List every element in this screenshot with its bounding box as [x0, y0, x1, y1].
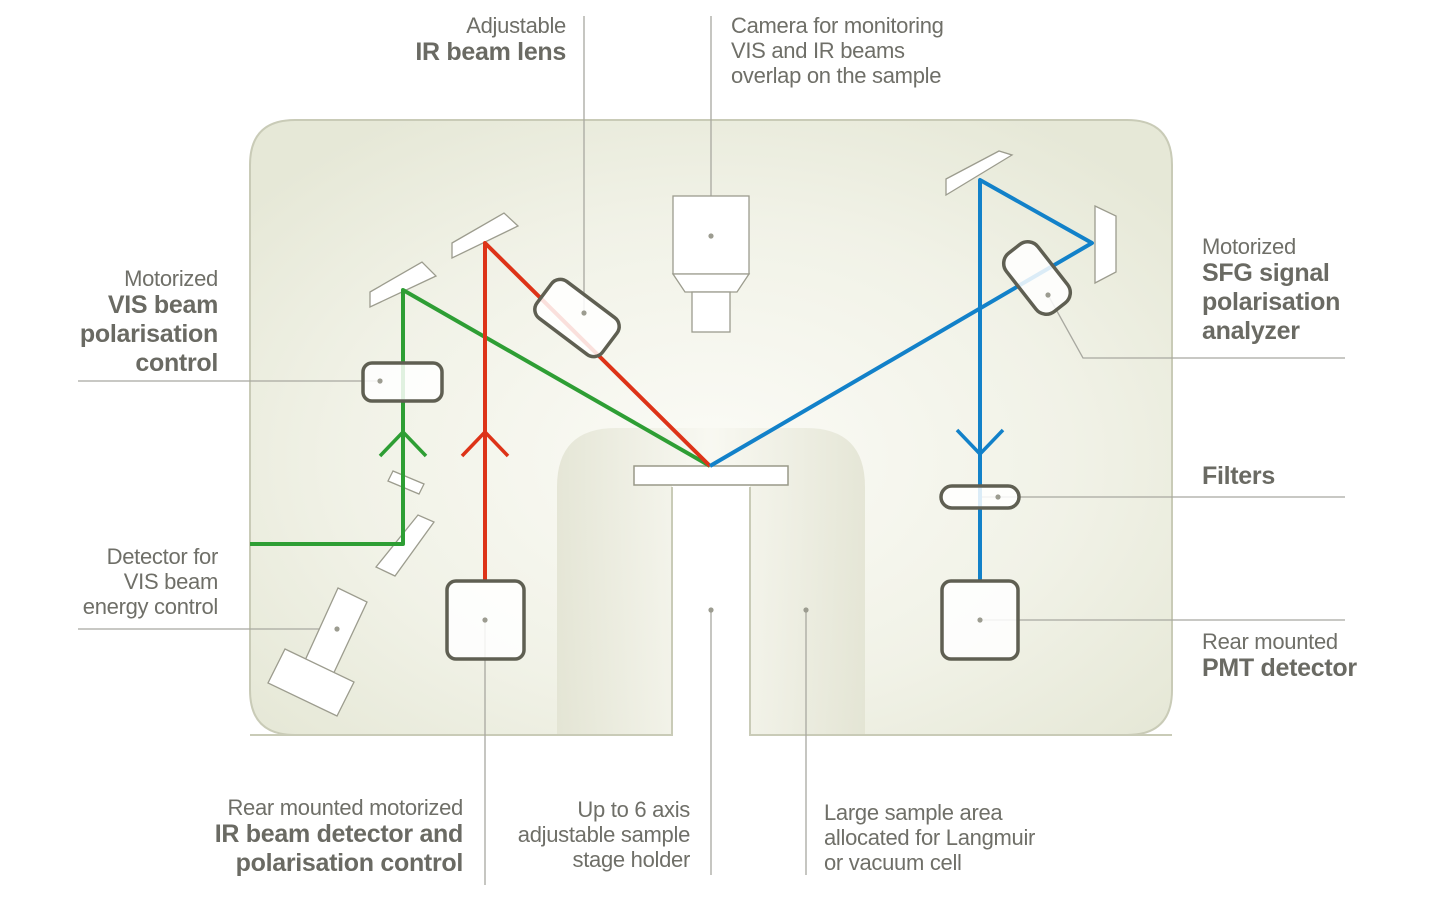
beams [250, 178, 1094, 581]
pmt-label-light: Rear mounted [1202, 629, 1338, 654]
stage-label-line1: Up to 6 axis [577, 797, 690, 822]
sfg-mirror-top [945, 150, 1014, 197]
vis-polarisation-label-bold1: VIS beam [107, 291, 218, 319]
ir-detector-label-bold1: IR beam detector and [214, 820, 464, 848]
ir-mirror [451, 212, 520, 260]
sample-area-label-line3: or vacuum cell [824, 850, 962, 875]
sfg-analyzer-label: Motorized SFG signal polarisation analyz… [1202, 234, 1402, 346]
sfg-analyzer-label-light: Motorized [1202, 234, 1296, 259]
sample-stage-plate [633, 465, 789, 486]
ir-beam [483, 241, 712, 581]
sample-area-label-line1: Large sample area [824, 800, 1003, 825]
vis-polarisation-label-bold3: control [135, 349, 218, 377]
vis-detector [267, 587, 368, 717]
mirrors [369, 150, 1117, 577]
vis-detector-label-line1: Detector for [106, 544, 219, 569]
sfg-analyzer-label-bold3: analyzer [1202, 317, 1300, 345]
stage-label-line3: stage holder [572, 847, 691, 872]
ir-beam-lens [533, 277, 621, 359]
pmt-label-bold: PMT detector [1202, 654, 1357, 682]
camera [671, 195, 751, 333]
ir-lens-label-light: Adjustable [466, 13, 566, 38]
ir-lens-label: Adjustable IR beam lens [386, 13, 566, 67]
vis-pickoff-window [387, 470, 425, 495]
filters [939, 484, 1021, 510]
components [361, 240, 1073, 661]
sfg-analyzer-label-bold2: polarisation [1202, 288, 1341, 316]
sfg-beam [708, 178, 1094, 581]
filters-label-bold: Filters [1202, 462, 1275, 490]
component-dots [334, 233, 1051, 632]
vis-mirror [369, 261, 438, 309]
sfg-polarisation-analyzer [1001, 240, 1073, 316]
camera-label-line1: Camera for monitoring [731, 13, 944, 38]
vis-polarisation-control [361, 361, 444, 403]
stage-label: Up to 6 axis adjustable sample stage hol… [490, 797, 691, 872]
sfg-analyzer-label-bold1: SFG signal [1202, 259, 1330, 287]
vis-detector-label-line2: VIS beam [123, 569, 219, 594]
leader-lines [78, 16, 1345, 885]
stage-label-line2: adjustable sample [517, 822, 691, 847]
ir-detector-label-bold2: polarisation control [235, 849, 464, 877]
ir-detector-label: Rear mounted motorized IR beam detector … [163, 795, 464, 878]
pmt-label: Rear mounted PMT detector [1202, 629, 1402, 683]
ir-detector-label-light: Rear mounted motorized [227, 795, 463, 820]
ir-lens-label-bold: IR beam lens [415, 38, 566, 66]
sample-area-label: Large sample area allocated for Langmuir… [824, 800, 1084, 875]
sample-area-label-line2: allocated for Langmuir [824, 825, 1036, 850]
camera-label: Camera for monitoring VIS and IR beams o… [731, 13, 1011, 88]
vis-detector-label: Detector for VIS beam energy control [18, 544, 219, 619]
vis-polarisation-label-light: Motorized [124, 266, 218, 291]
vis-detector-label-line3: energy control [82, 594, 219, 619]
beam-arrows [378, 428, 1005, 458]
vis-polarisation-label: Motorized VIS beam polarisation control [38, 266, 218, 378]
sfg-mirror-side [1094, 204, 1117, 285]
filters-label: Filters [1202, 462, 1352, 491]
camera-label-line3: overlap on the sample [731, 63, 942, 88]
vis-polarisation-label-bold2: polarisation [79, 320, 218, 348]
vis-beam [250, 288, 711, 546]
camera-label-line2: VIS and IR beams [731, 38, 905, 63]
